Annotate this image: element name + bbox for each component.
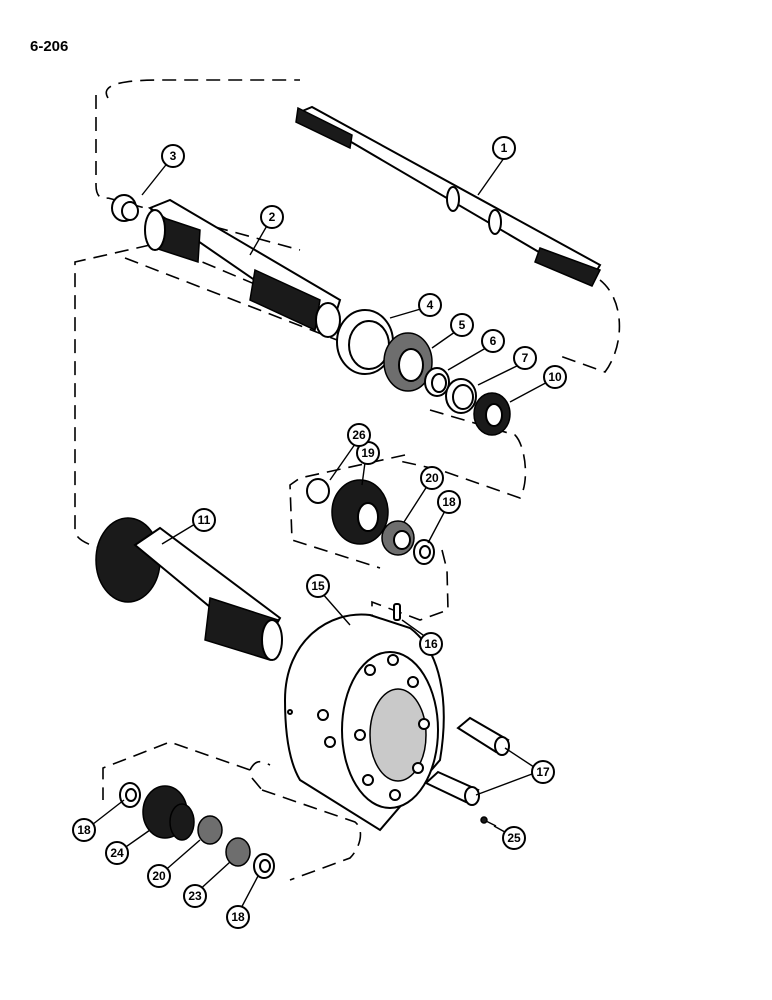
callout-15: 15 bbox=[306, 574, 330, 598]
callout-20-upper-label: 20 bbox=[425, 471, 439, 485]
callout-26: 26 bbox=[347, 423, 371, 447]
part-3-bushing bbox=[111, 194, 139, 222]
part-6-snap-ring bbox=[424, 367, 450, 397]
part-7-spacer-washer bbox=[445, 378, 477, 414]
callout-17: 17 bbox=[531, 760, 555, 784]
part-26-spacer bbox=[306, 478, 330, 504]
callout-17-label: 17 bbox=[536, 765, 550, 779]
callout-19-label: 19 bbox=[361, 446, 375, 460]
callout-23-label: 23 bbox=[188, 889, 202, 903]
callout-5: 5 bbox=[450, 313, 474, 337]
part-17-planet-pins bbox=[424, 716, 510, 806]
part-25-set-screw bbox=[480, 816, 497, 827]
callout-18-upper: 18 bbox=[437, 490, 461, 514]
callout-7: 7 bbox=[513, 346, 537, 370]
callout-20-lower: 20 bbox=[147, 864, 171, 888]
callout-5-label: 5 bbox=[459, 318, 466, 332]
callout-24: 24 bbox=[105, 841, 129, 865]
part-18-thrust-washer-lower-right bbox=[253, 853, 275, 879]
callout-18-upper-label: 18 bbox=[442, 495, 456, 509]
part-4-thrust-washer bbox=[336, 309, 394, 375]
group-outline-shafts bbox=[95, 79, 621, 373]
part-11-gear-output-shaft bbox=[95, 517, 283, 661]
page-number-label: 6-206 bbox=[30, 38, 69, 55]
callout-2-label: 2 bbox=[269, 210, 276, 224]
callout-7-label: 7 bbox=[522, 351, 529, 365]
callout-18-lower-right-label: 18 bbox=[231, 910, 245, 924]
part-5-ball-bearing bbox=[383, 332, 433, 392]
callout-15-label: 15 bbox=[311, 579, 325, 593]
callout-18-lower-left-label: 18 bbox=[77, 823, 91, 837]
part-20-needle-bearing-lower bbox=[197, 815, 223, 845]
callout-16-label: 16 bbox=[424, 637, 438, 651]
callout-4: 4 bbox=[418, 293, 442, 317]
callout-25: 25 bbox=[502, 826, 526, 850]
callout-10-label: 10 bbox=[548, 370, 562, 384]
part-18-thrust-washer-upper bbox=[413, 539, 435, 565]
callout-11-label: 11 bbox=[198, 513, 211, 527]
part-19-planet-gear bbox=[331, 479, 389, 545]
callout-11: 11 bbox=[192, 508, 216, 532]
part-1-input-shaft bbox=[295, 105, 602, 287]
callout-23: 23 bbox=[183, 884, 207, 908]
part-24-planet-gear bbox=[142, 785, 195, 841]
part-23-needle-bearing bbox=[225, 837, 251, 867]
callout-20-lower-label: 20 bbox=[152, 869, 166, 883]
callout-25-label: 25 bbox=[507, 831, 521, 845]
group-outline-bearing-stack bbox=[289, 409, 527, 665]
part-15-planet-carrier bbox=[283, 613, 445, 832]
callout-26-label: 26 bbox=[352, 428, 366, 442]
callout-1-label: 1 bbox=[501, 141, 508, 155]
part-2-splined-sleeve-shaft bbox=[144, 198, 342, 338]
callout-2: 2 bbox=[260, 205, 284, 229]
callout-6-label: 6 bbox=[490, 334, 497, 348]
callout-19: 19 bbox=[356, 441, 380, 465]
callout-1: 1 bbox=[492, 136, 516, 160]
callout-3-label: 3 bbox=[170, 149, 177, 163]
group-outline-planet-cluster-lower bbox=[102, 741, 362, 881]
callout-4-label: 4 bbox=[427, 298, 434, 312]
part-18-thrust-washer-lower-left bbox=[119, 782, 141, 808]
callout-20-upper: 20 bbox=[420, 466, 444, 490]
callout-10: 10 bbox=[543, 365, 567, 389]
callout-3: 3 bbox=[161, 144, 185, 168]
callout-18-lower-left: 18 bbox=[72, 818, 96, 842]
callout-18-lower-right: 18 bbox=[226, 905, 250, 929]
callout-24-label: 24 bbox=[110, 846, 124, 860]
callout-16: 16 bbox=[419, 632, 443, 656]
part-16-key bbox=[393, 603, 401, 621]
part-10-needle-thrust-bearing bbox=[473, 392, 511, 436]
callout-6: 6 bbox=[481, 329, 505, 353]
part-20-needle-bearing-upper bbox=[381, 520, 415, 556]
